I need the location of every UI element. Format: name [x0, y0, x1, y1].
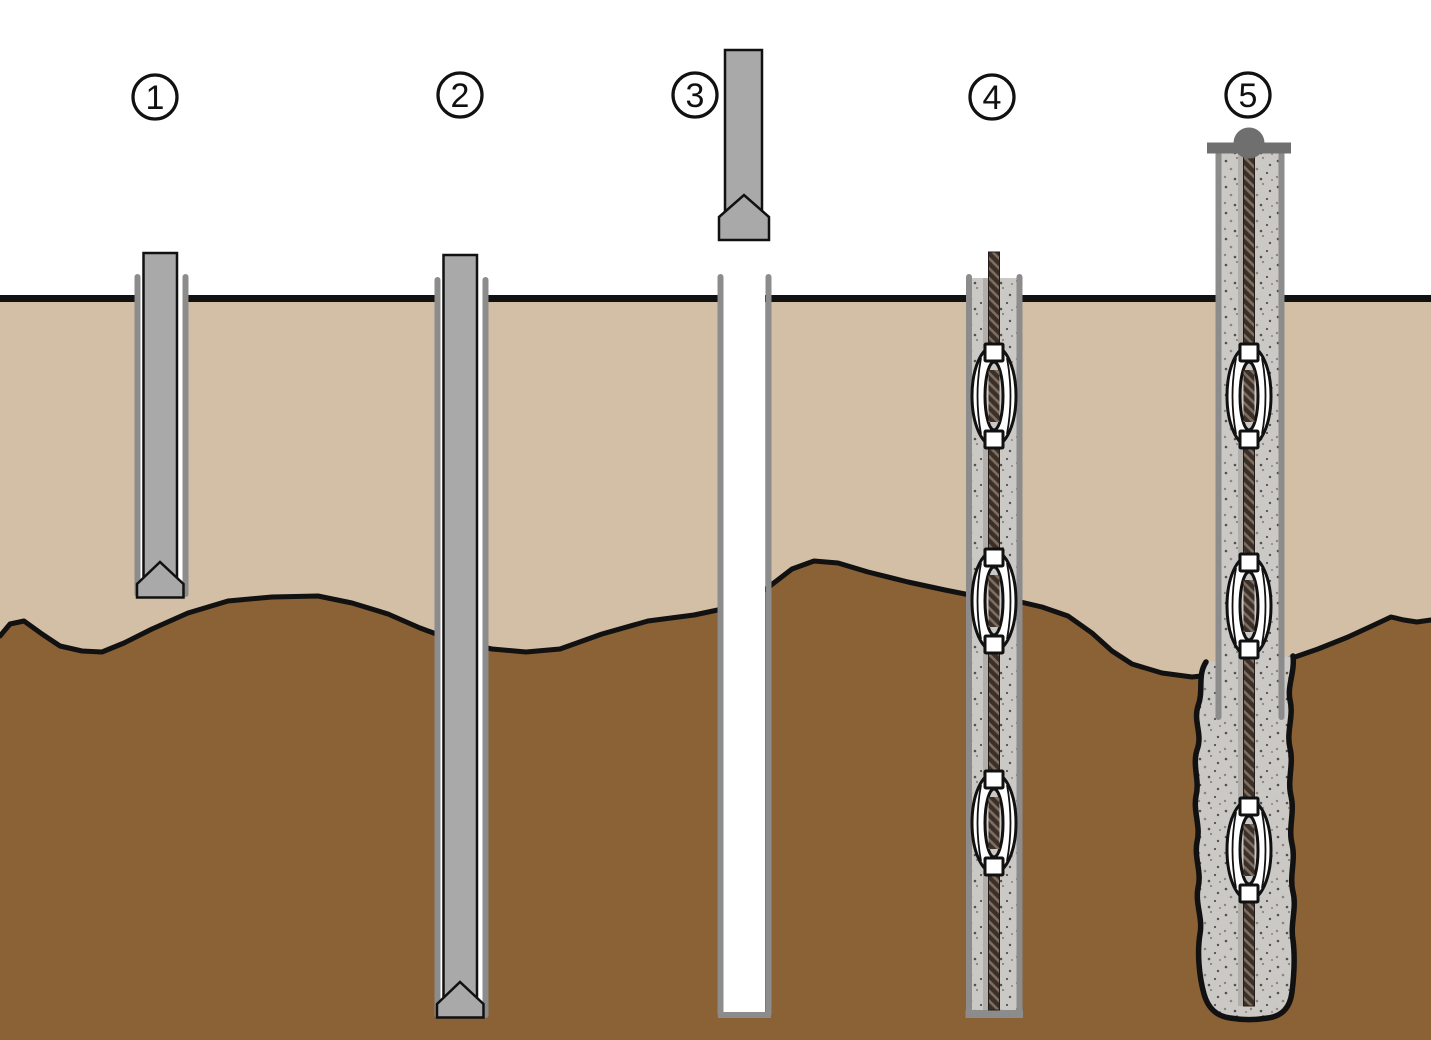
step-1-marker: 1	[131, 73, 179, 121]
step-3-marker-circle	[671, 71, 719, 119]
step-2-marker-number: 2	[451, 77, 470, 115]
lower-soil-layer	[0, 561, 1431, 1040]
step-5-grout-bulb-outline	[1192, 653, 1298, 1023]
step-2-marker: 2	[436, 71, 484, 119]
step-4-grouted-bar	[965, 251, 1023, 1018]
step-4-marker: 4	[968, 73, 1016, 121]
sky-background	[0, 0, 1431, 298]
step-5-finished-pile	[1192, 127, 1298, 1023]
step-4-centralizer-top	[970, 342, 1018, 450]
step-4-hole-bottom	[965, 1010, 1023, 1018]
step-3-marker-number: 3	[686, 77, 705, 115]
step-3-marker: 3	[671, 71, 719, 119]
step-1-marker-number: 1	[146, 79, 165, 117]
step-markers: 1 2 3 4 5	[131, 71, 1272, 121]
step-4-marker-circle	[968, 73, 1016, 121]
step-1-driven-rod	[134, 251, 189, 599]
step-5-marker-number: 5	[1239, 77, 1258, 115]
step-1-marker-circle	[131, 73, 179, 121]
step-5-centralizer-top	[1225, 342, 1273, 450]
step-2-drive-shoe	[435, 980, 485, 1019]
step-2-driven-rod-deep	[434, 253, 489, 1019]
step-3-raised-rod	[723, 48, 764, 214]
step-5-centralizer-middle	[1225, 552, 1273, 660]
step-3-raised-shoe	[717, 193, 771, 242]
step-1-drive-shoe	[135, 560, 185, 599]
step-5-centralizer-bottom	[1225, 796, 1273, 904]
step-5-marker: 5	[1224, 71, 1272, 119]
step-3-extracted-rod-open-hole	[717, 48, 772, 1018]
step-2-marker-circle	[436, 71, 484, 119]
step-1-drill-rod	[142, 251, 179, 580]
step-5-marker-circle	[1224, 71, 1272, 119]
step-3-open-borehole	[723, 268, 765, 1018]
step-4-centralizer-middle	[970, 547, 1018, 655]
step-5-bearing-plate	[1207, 142, 1291, 154]
step-4-marker-number: 4	[983, 79, 1002, 117]
step-4-centralizer-bottom	[970, 769, 1018, 877]
step-2-drill-rod	[442, 253, 479, 1000]
